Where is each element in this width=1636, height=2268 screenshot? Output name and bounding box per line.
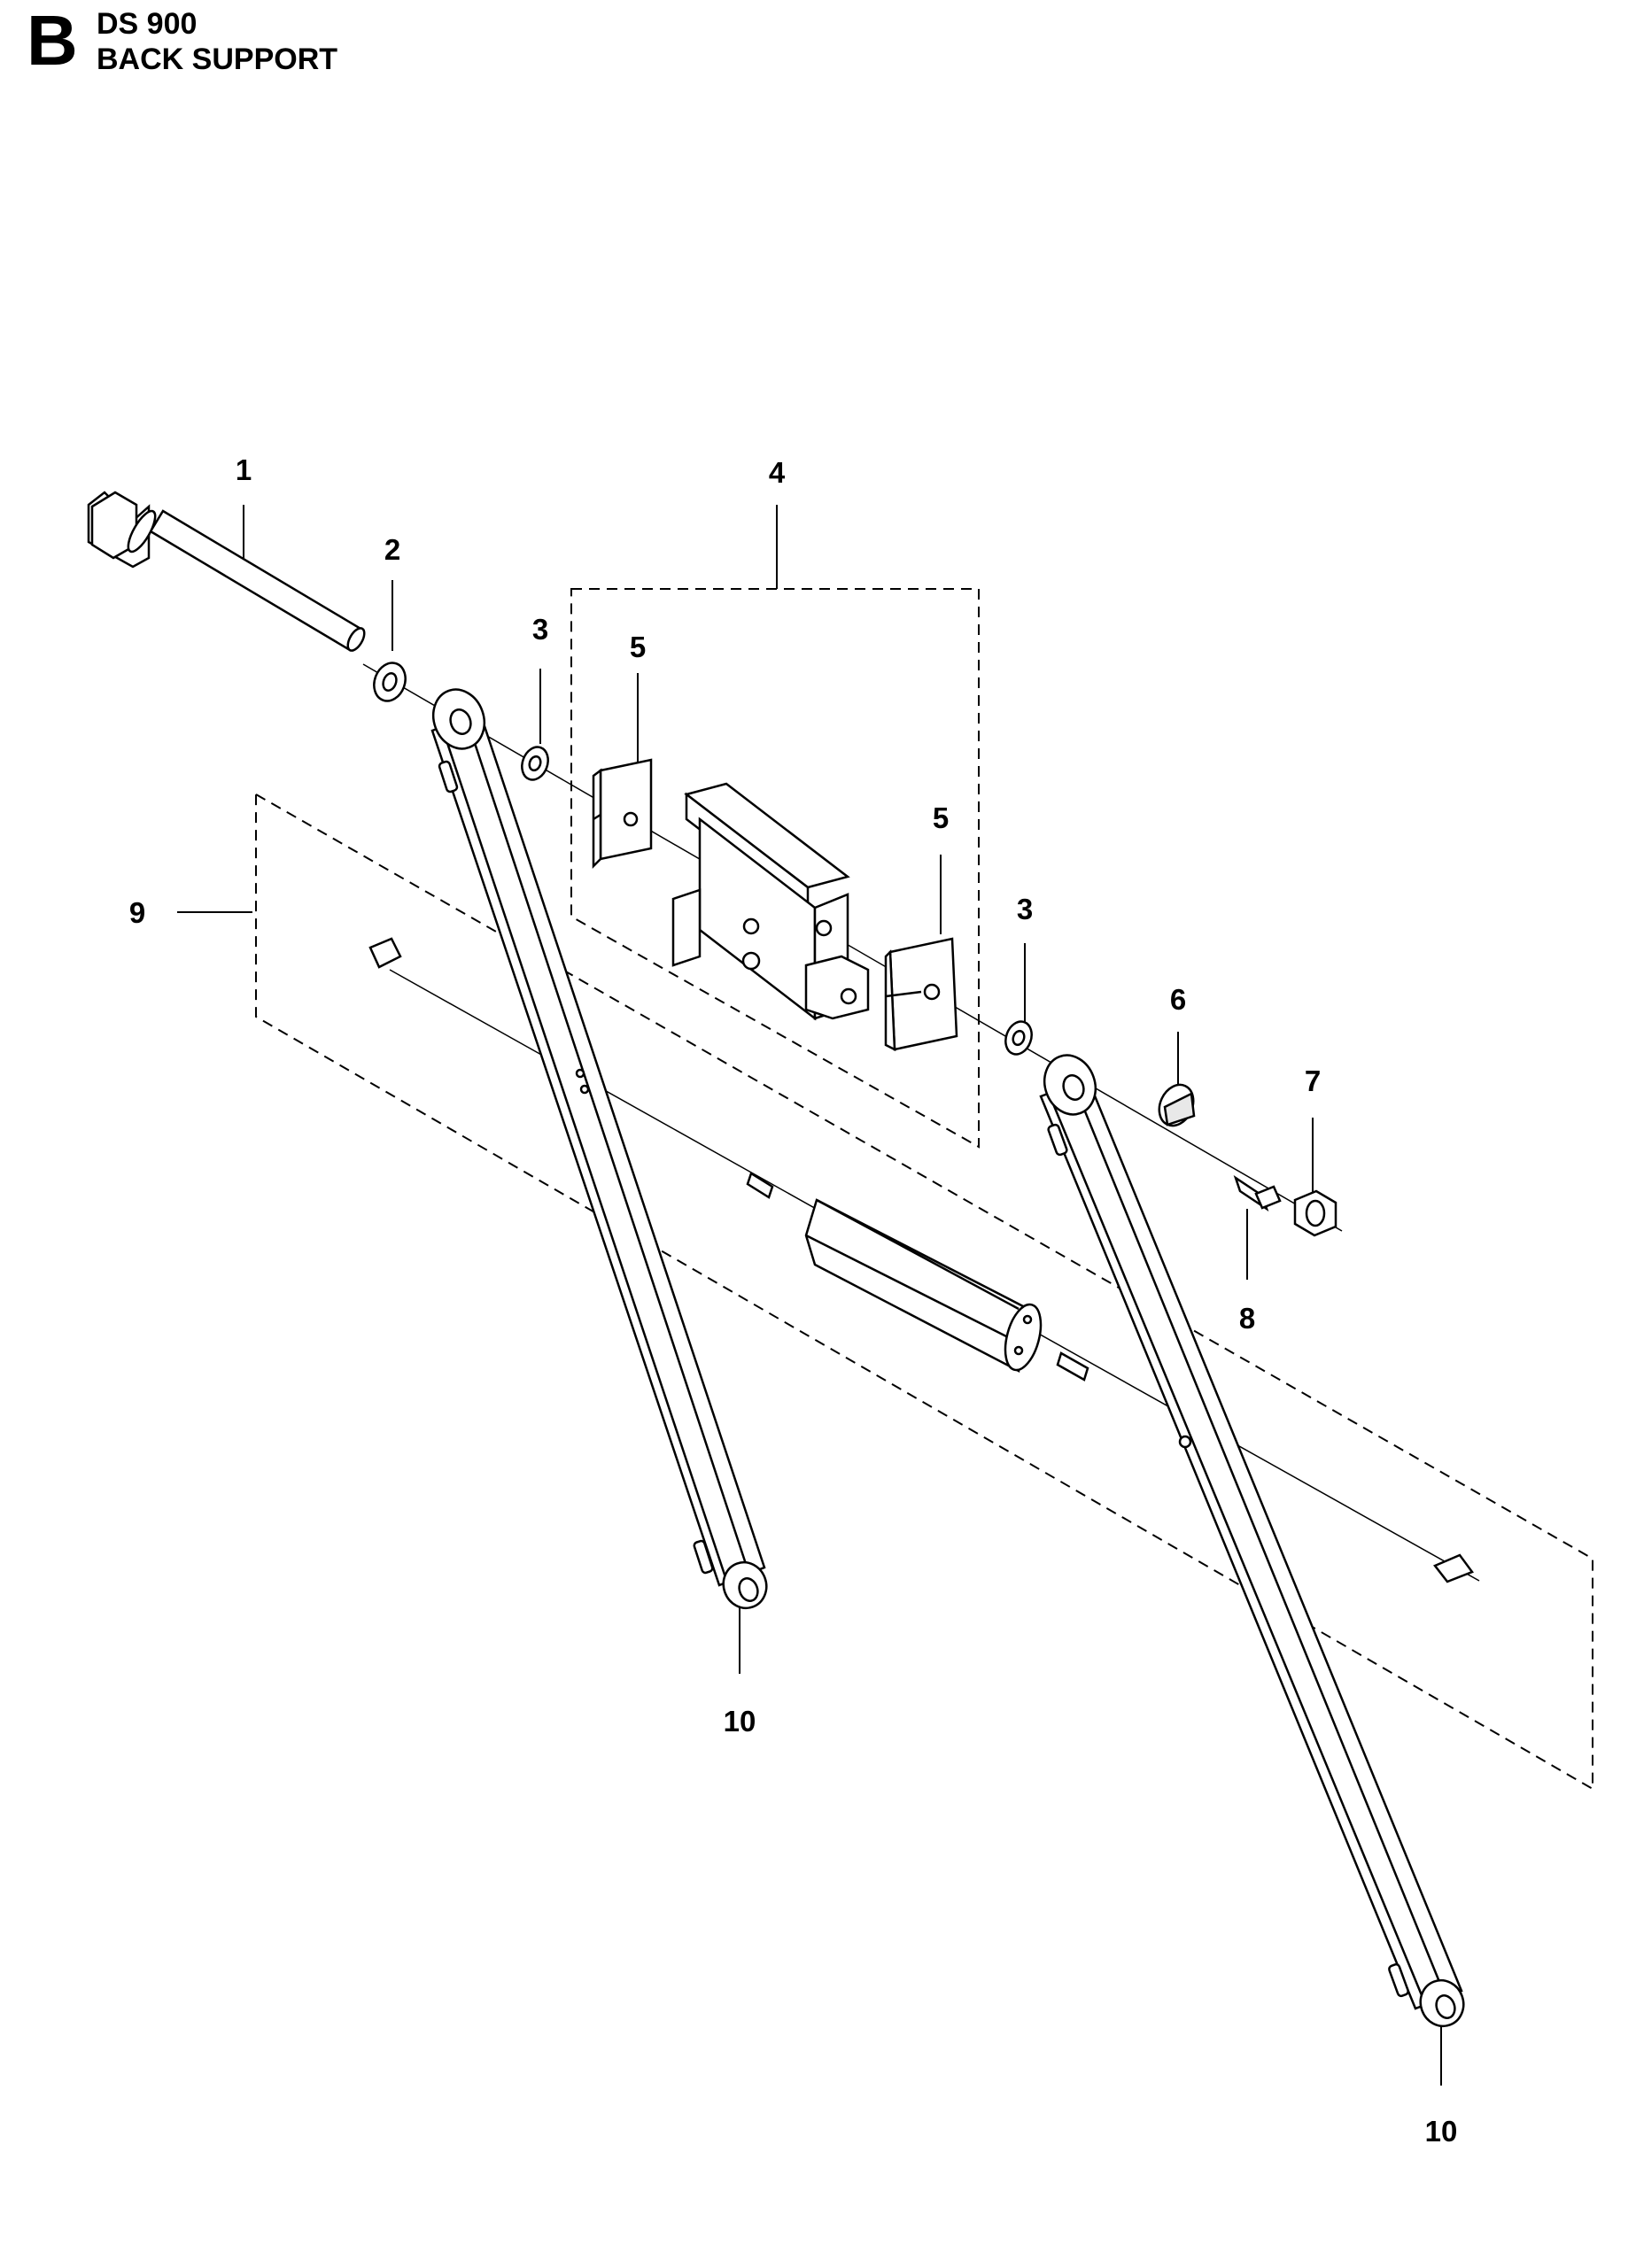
part-10-leg-right [1039, 1054, 1465, 2028]
group-box-9 [255, 793, 1593, 1791]
callout-8: 8 [1239, 1302, 1255, 1335]
callout-1: 1 [236, 453, 252, 486]
callout-4: 4 [769, 456, 786, 489]
callout-7: 7 [1305, 1064, 1321, 1097]
page-title: BACK SUPPORT [97, 43, 338, 76]
callout-10b: 10 [1425, 2115, 1458, 2148]
part-8-screw [1233, 1174, 1282, 1212]
part-4-bracket [671, 782, 870, 1021]
part-3-washer-b [1004, 1020, 1033, 1056]
callout-6: 6 [1170, 983, 1186, 1016]
part-10-leg-left [430, 688, 768, 1610]
part-7-nut [1293, 1189, 1337, 1237]
callout-9: 9 [129, 896, 145, 929]
part-6-spacer [1158, 1083, 1196, 1127]
callout-3a: 3 [532, 613, 548, 646]
model-name: DS 900 [97, 7, 198, 41]
group-box-4 [570, 588, 980, 1149]
callout-3b: 3 [1017, 893, 1033, 925]
part-5-block-b [884, 937, 958, 1052]
part-5-block-a [592, 758, 653, 870]
callout-2: 2 [384, 533, 400, 566]
callout-5a: 5 [630, 631, 646, 663]
callout-10a: 10 [724, 1705, 756, 1738]
part-3-washer-a [521, 746, 549, 781]
section-letter: B [27, 1, 78, 80]
part-9-tie-rod [368, 937, 1474, 1583]
callout-5b: 5 [933, 801, 949, 834]
part-2-washer [373, 662, 407, 702]
part-1-bolt [87, 491, 366, 652]
